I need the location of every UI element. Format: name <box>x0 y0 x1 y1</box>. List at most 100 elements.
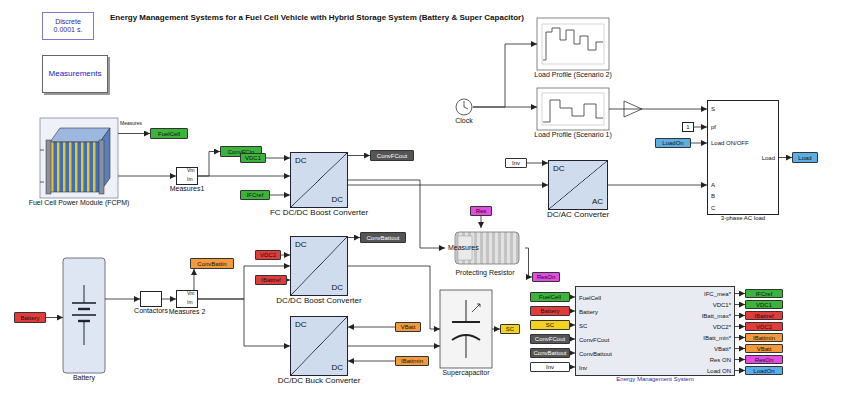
goto-from-tag: VDC2 <box>255 250 281 260</box>
block-label: ConvFCout <box>579 337 609 344</box>
block-label: IFCref <box>247 192 264 199</box>
signal-line <box>492 329 500 330</box>
signal-line <box>735 359 745 360</box>
goto-from-tag: FuelCell <box>530 292 570 302</box>
block-label: S <box>711 106 715 113</box>
signal-line <box>735 315 745 316</box>
block-label: DC <box>331 195 343 204</box>
simulink-block: SpfLoad ON/OFFABCLoad3-phase AC load <box>707 100 779 215</box>
block-caption: Contactors <box>134 307 168 315</box>
block-label: Inv <box>546 364 554 371</box>
goto-from-tag: Battery <box>530 306 570 316</box>
signal-line <box>735 304 745 305</box>
port-label: Im <box>187 300 193 306</box>
clock-symbol <box>456 99 472 115</box>
goto-from-tag: VBatt <box>745 344 783 353</box>
port-label: Vm <box>187 168 195 174</box>
block-label: ConvBattout <box>579 351 612 358</box>
signal-line <box>348 237 360 238</box>
block-label: IBattref <box>261 277 280 284</box>
goto-from-tag: IFCref <box>240 190 270 200</box>
block-label: IBatt_min* <box>703 335 731 342</box>
block-label: IBatt_max* <box>702 313 731 320</box>
signal-line <box>46 317 63 318</box>
block-caption: Fuel Cell Power Module (FCPM) <box>29 199 130 207</box>
signal-line <box>118 133 150 134</box>
block-label: AC <box>592 197 603 206</box>
block-label: Battery <box>20 314 39 321</box>
goto-from-tag: LoadOn <box>745 366 783 375</box>
signal-line <box>270 195 290 196</box>
simulink-block: 1 <box>682 122 694 132</box>
block-label: C <box>711 205 715 212</box>
converter-block: DCACDC/AC Converter <box>548 160 608 210</box>
goto-from-tag: IBattref <box>255 275 287 285</box>
goto-from-tag: ConvFCout <box>370 150 414 161</box>
block-label: Load ON <box>707 368 731 375</box>
goto-from-tag: Inv <box>505 158 527 168</box>
signal-line <box>691 143 707 144</box>
block-caption: Load Profile (Scenario 1) <box>534 131 611 139</box>
block-label: Discrete 0.0001 s. <box>48 18 88 34</box>
signal-line <box>609 109 707 110</box>
component-block: MeasuresProtecting Resistor <box>445 228 525 268</box>
goto-from-tag: FuelCell <box>150 128 188 139</box>
signal-line <box>348 346 440 347</box>
block-caption: Load Profile (Scenario 2) <box>534 71 611 79</box>
block-label: FuelCell <box>539 294 561 301</box>
block-label: ResOn <box>755 356 774 363</box>
fuel-cell-stack <box>40 118 118 198</box>
goto-from-tag: Battery <box>14 312 46 323</box>
supercapacitor-symbol <box>440 290 492 368</box>
signal-line <box>348 361 395 362</box>
signal-line <box>348 266 440 329</box>
block-label: Inv <box>579 365 587 372</box>
signal-line <box>198 266 290 299</box>
goto-from-tag: IBattref <box>745 311 783 320</box>
goto-from-tag: Res <box>470 206 492 216</box>
battery-symbol <box>63 258 105 373</box>
component-block: Battery <box>63 258 105 373</box>
block-label: VBatt <box>757 345 772 352</box>
block-caption: FC DC/DC Boost Converter <box>270 208 368 217</box>
component-block: Load Profile (Scenario 2) <box>537 18 609 70</box>
signal-line <box>473 107 537 108</box>
block-label: Battery <box>579 309 598 316</box>
block-label: VDC2 <box>756 323 772 330</box>
signal-line <box>348 155 370 156</box>
signal-line <box>473 44 537 107</box>
block-label: DC <box>331 283 343 292</box>
measurements-block: Measurements <box>42 55 108 93</box>
block-label: Inv <box>512 160 520 167</box>
block-label: A <box>711 182 715 189</box>
signal-line <box>105 299 140 300</box>
goto-from-tag: VDC1 <box>240 153 266 163</box>
port-label: Im <box>187 177 193 183</box>
port-label: Vm <box>187 291 195 297</box>
signal-line <box>735 370 745 371</box>
block-label: VDC1 <box>245 155 261 162</box>
goto-from-tag: VBatt <box>395 322 421 332</box>
signal-line <box>348 185 548 186</box>
block-label: IFC_mea* <box>704 291 731 298</box>
signal-line <box>281 255 290 256</box>
block-label: Load <box>798 154 811 161</box>
block-label: ResOn <box>537 274 556 281</box>
goto-from-tag: IBattmin <box>745 333 783 342</box>
signal-line <box>266 158 290 159</box>
block-caption: Measures1 <box>170 185 205 193</box>
port-label: Measures <box>120 121 142 127</box>
goto-from-tag: IFCref <box>745 289 783 298</box>
goto-from-tag: Inv <box>530 362 570 372</box>
signal-line <box>198 299 290 346</box>
diagram-title: Energy Management Systems for a Fuel Cel… <box>110 13 524 22</box>
converter-block: DCDCFC DC/DC Boost Converter <box>290 152 348 208</box>
block-label: ConvBattin <box>197 260 226 267</box>
goto-from-tag: ResOn <box>532 272 560 282</box>
block-label: LoadOn <box>753 367 774 374</box>
block-label: IBattmin <box>401 358 423 365</box>
goto-from-tag: ConvBattin <box>190 258 234 269</box>
goto-from-tag: SC <box>530 320 570 330</box>
block-label: IBattmin <box>753 334 775 341</box>
block-label: SC <box>579 323 587 330</box>
